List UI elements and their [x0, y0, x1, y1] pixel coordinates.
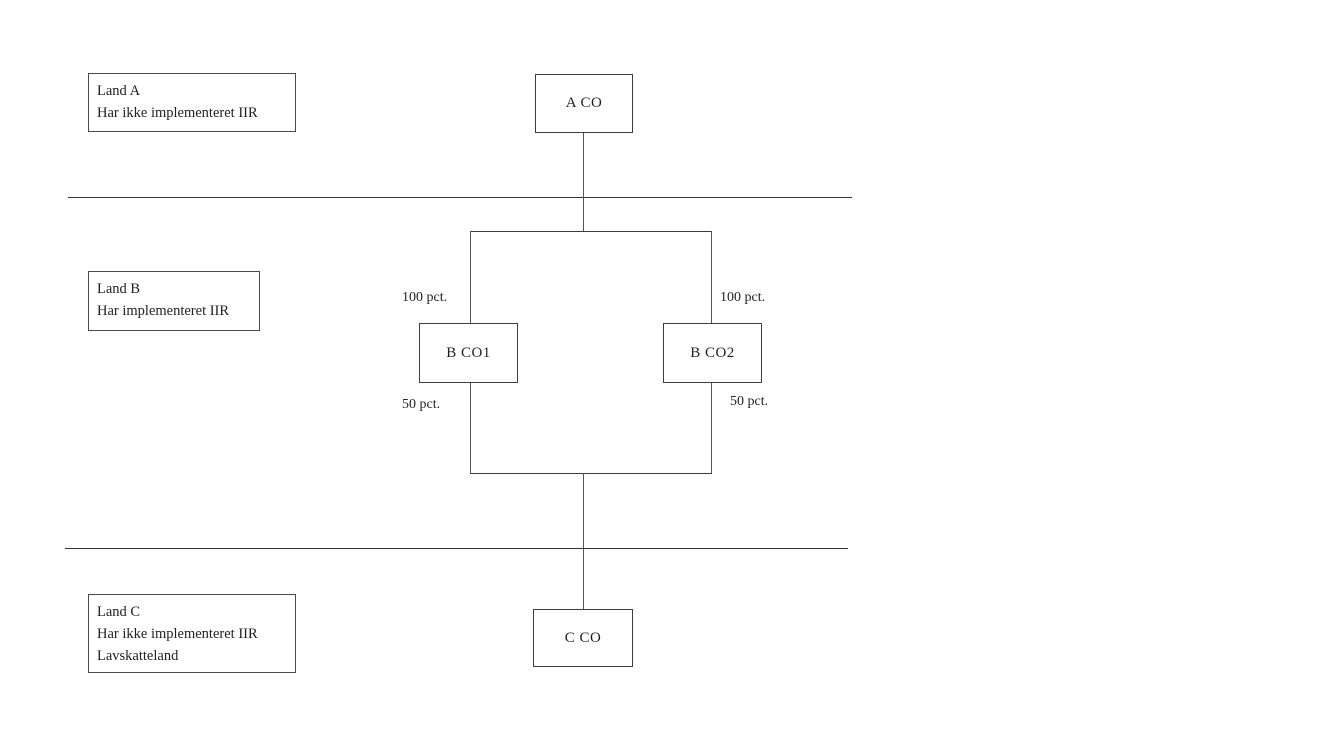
node-b-co1: B CO1 [419, 323, 518, 383]
region-land-a-name: Land A [97, 83, 141, 99]
ownership-label-b-co2-top: 100 pct. [720, 290, 766, 305]
connector-c-co-stem [583, 473, 584, 609]
region-label-land-a: Land A Har ikke implementeret IIR [88, 73, 296, 132]
connector-from-b-co1 [470, 383, 471, 473]
connector-to-b-co1 [470, 231, 471, 323]
region-land-c-status: Har ikke implementeret IIR [97, 626, 258, 642]
region-land-c-name: Land C [97, 604, 141, 620]
node-b-co1-label: B CO1 [446, 344, 491, 361]
region-land-a-status: Har ikke implementeret IIR [97, 105, 258, 121]
connector-from-b-co2 [711, 383, 712, 473]
stake-label-b-co2-bottom: 50 pct. [730, 394, 769, 409]
node-b-co2-label: B CO2 [690, 344, 735, 361]
connector-to-b-co2 [711, 231, 712, 323]
region-land-b-name: Land B [97, 281, 141, 297]
region-label-land-b: Land B Har implementeret IIR [88, 271, 260, 331]
connector-bottom-merge-bar [470, 473, 712, 474]
divider-land-a-land-b [68, 197, 852, 198]
node-a-co-label: A CO [565, 95, 603, 111]
node-a-co: A CO [535, 74, 633, 133]
ownership-label-b-co1-top: 100 pct. [402, 290, 448, 305]
node-b-co2: B CO2 [663, 323, 762, 383]
node-c-co-label: C CO [564, 629, 602, 646]
connector-a-co-stem [583, 133, 584, 231]
divider-land-b-land-c [65, 548, 848, 549]
region-land-b-status: Har implementeret IIR [97, 303, 230, 319]
connector-top-split-bar [470, 231, 712, 232]
stake-label-b-co1-bottom: 50 pct. [402, 397, 441, 412]
node-c-co: C CO [533, 609, 633, 667]
region-label-land-c: Land C Har ikke implementeret IIR Lavska… [88, 594, 296, 673]
region-land-c-tax-status: Lavskatteland [97, 648, 179, 664]
